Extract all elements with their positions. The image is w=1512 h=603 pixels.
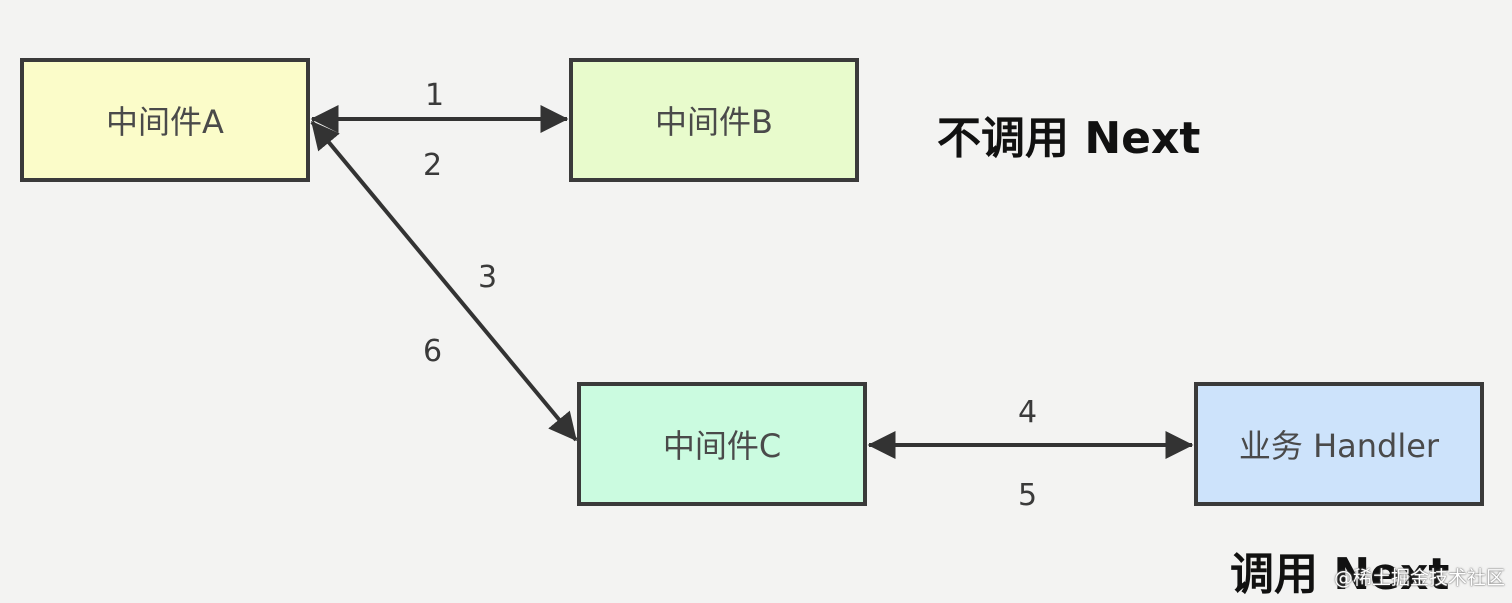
note-call-next: 调用 Next xyxy=(1230,549,1450,600)
step-label-5: 5 xyxy=(1018,478,1038,513)
node-middleware-c: 中间件C xyxy=(577,382,867,506)
step-label-3: 3 xyxy=(478,260,498,295)
node-middleware-a: 中间件A xyxy=(20,58,310,182)
step-label-6: 6 xyxy=(423,334,443,369)
step-label-4: 4 xyxy=(1018,395,1038,430)
watermark: @稀土掘金技术社区 xyxy=(1334,567,1506,589)
node-business-handler: 业务 Handler xyxy=(1194,382,1484,506)
step-label-1: 1 xyxy=(425,78,445,113)
note-no-next: 不调用 Next xyxy=(937,113,1201,164)
step-label-2: 2 xyxy=(423,148,443,183)
node-middleware-b: 中间件B xyxy=(569,58,859,182)
edge-a-c xyxy=(310,120,578,442)
